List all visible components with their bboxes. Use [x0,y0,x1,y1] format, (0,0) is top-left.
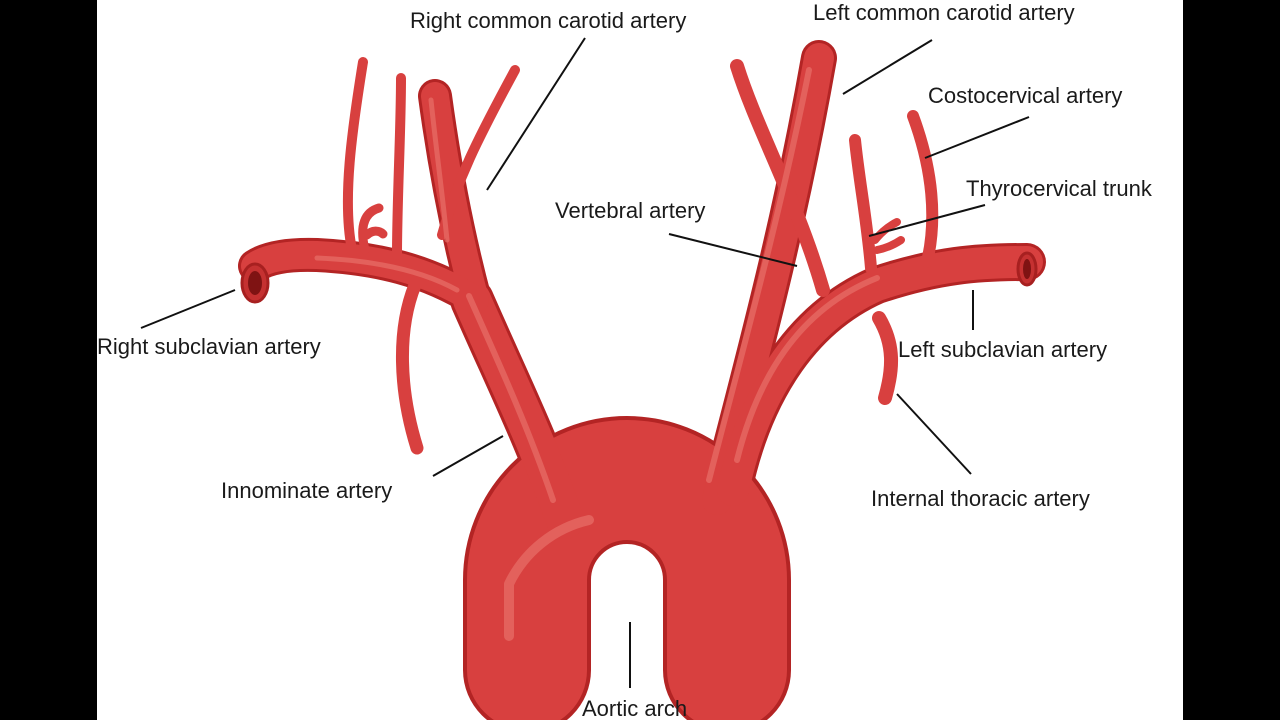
label-vertebral-artery: Vertebral artery [555,198,706,223]
arteries [240,43,1043,720]
label-left-subclavian-artery: Left subclavian artery [898,337,1108,362]
leader-thyrocervical [868,204,986,237]
left-thyrocervical-vessel [849,134,877,274]
left-internal-thoracic-vessel [872,311,898,405]
leader-right-subclavian [140,289,236,329]
leader-vertebral [668,233,798,267]
label-right-common-carotid-artery: Right common carotid artery [410,8,687,33]
leader-costocervical [924,116,1030,159]
right-internal-thoracic-vessel [396,278,424,455]
left-vertebral-vessel [730,59,830,297]
label-internal-thoracic-artery: Internal thoracic artery [871,486,1090,511]
diagram-panel: Right common carotid artery Left common … [97,0,1183,720]
leader-right-common-carotid [486,37,586,191]
artery-diagram [140,37,1046,720]
left-costocervical-vessel [907,110,939,268]
label-innominate-artery: Innominate artery [221,478,393,503]
leader-innominate [432,435,504,477]
left-subclavian-vessel [717,246,1043,506]
leader-left-common-carotid [842,39,933,95]
artery-shadow-layer [238,40,1046,720]
label-thyrocervical-trunk: Thyrocervical trunk [966,176,1152,201]
right-vertebral-vessel [437,65,520,240]
aortic-arch-vessel [467,420,787,720]
label-left-common-carotid-artery: Left common carotid artery [813,0,1075,25]
leader-internal-thoracic [896,393,972,475]
leader-lines [140,37,1030,688]
label-costocervical-artery: Costocervical artery [928,83,1123,108]
label-aortic-arch: Aortic arch [582,696,688,720]
label-right-subclavian-artery: Right subclavian artery [97,334,321,359]
artery-highlight-layer [314,67,880,641]
